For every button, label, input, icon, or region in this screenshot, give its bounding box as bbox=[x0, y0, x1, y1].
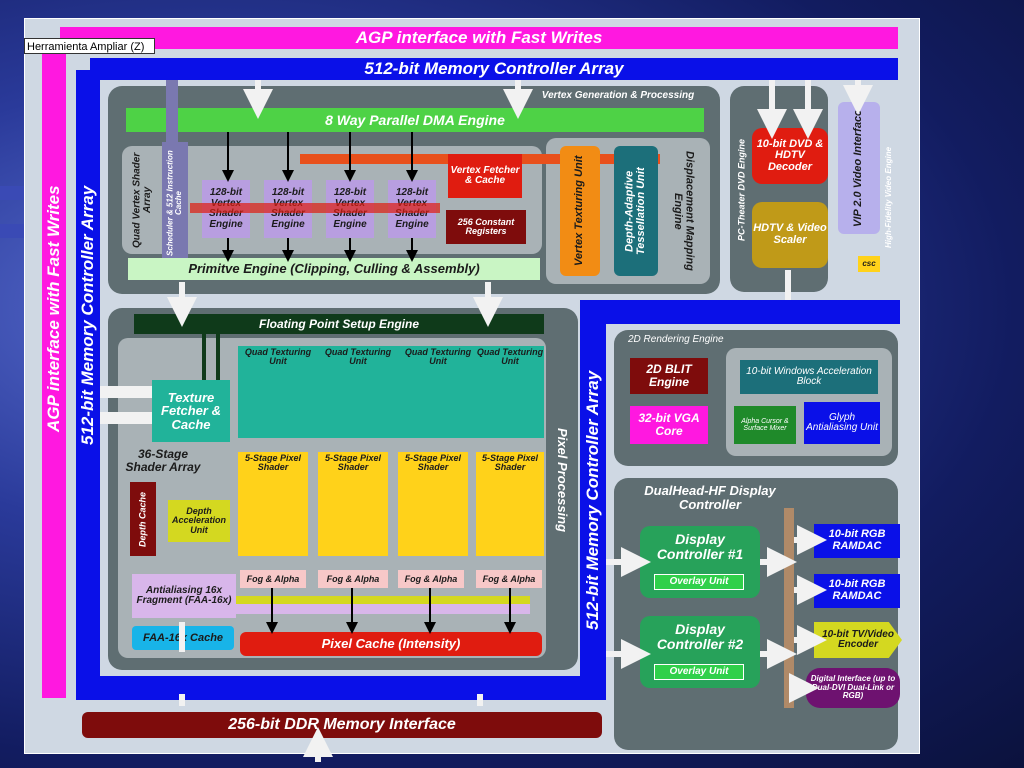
fog-alpha: Fog & Alpha bbox=[476, 570, 542, 588]
agp-left-bus: AGP interface with Fast Writes bbox=[42, 40, 66, 698]
scheduler-cache: Scheduler & 512 Instruction Cache bbox=[162, 142, 188, 264]
quad-texturing-unit: Quad Texturing Unit bbox=[318, 346, 398, 438]
primitive-engine: Primitve Engine (Clipping, Culling & Ass… bbox=[128, 258, 540, 280]
agp-top-label: AGP interface with Fast Writes bbox=[355, 28, 603, 47]
dma-label: 8 Way Parallel DMA Engine bbox=[325, 112, 505, 128]
display-controller-2: Display Controller #2 Overlay Unit bbox=[640, 616, 760, 688]
csc-block: csc bbox=[858, 256, 880, 272]
display-controller-2-label: Display Controller #2 bbox=[656, 621, 744, 652]
depth-acceleration-unit: Depth Acceleration Unit bbox=[168, 500, 230, 542]
depth-adaptive-tessellation: Depth-Adaptive Tessellation Unit bbox=[614, 146, 658, 276]
texture-input-arrow bbox=[100, 412, 152, 424]
pixel-shader: 5-Stage Pixel Shader bbox=[238, 452, 308, 556]
fog-alpha: Fog & Alpha bbox=[240, 570, 306, 588]
vertex-texturing-unit: Vertex Texturing Unit bbox=[560, 146, 600, 276]
pixel-shader: 5-Stage Pixel Shader bbox=[398, 452, 468, 556]
fp-setup-engine: Floating Point Setup Engine bbox=[134, 314, 544, 334]
memory-right-bus: 512-bit Memory Controller Array bbox=[580, 300, 606, 700]
fog-alpha: Fog & Alpha bbox=[398, 570, 464, 588]
constant-registers: 256 Constant Registers bbox=[446, 210, 526, 244]
shader-link-red bbox=[190, 203, 440, 213]
ddr-memory-interface: 256-bit DDR Memory Interface bbox=[82, 712, 602, 738]
display-controller-1-label: Display Controller #1 bbox=[656, 531, 744, 562]
pixel-shader-label: 5-Stage Pixel Shader bbox=[324, 453, 382, 473]
overlay-unit: Overlay Unit bbox=[654, 574, 744, 590]
slide-decoration-bar bbox=[0, 224, 28, 238]
texture-fetcher-cache: Texture Fetcher & Cache bbox=[152, 380, 230, 442]
depth-link bbox=[224, 596, 530, 604]
alpha-cursor-mixer: Alpha Cursor & Surface Mixer bbox=[734, 406, 796, 444]
pixel-processing-label: Pixel Processing bbox=[554, 427, 570, 533]
quad-texturing-unit: Quad Texturing Unit bbox=[398, 346, 478, 438]
quad-texturing-label: Quad Texturing Unit bbox=[404, 347, 472, 367]
memory-top-bus: 512-bit Memory Controller Array bbox=[90, 58, 898, 80]
pixel-shader: 5-Stage Pixel Shader bbox=[318, 452, 388, 556]
overlay-unit: Overlay Unit bbox=[654, 664, 744, 680]
ramdac-2: 10-bit RGB RAMDAC bbox=[814, 574, 900, 608]
vga-core: 32-bit VGA Core bbox=[630, 406, 708, 444]
vertex-title: Vertex Generation & Processing bbox=[541, 90, 695, 101]
quad-texturing-label: Quad Texturing Unit bbox=[476, 347, 544, 367]
memory-top-label: 512-bit Memory Controller Array bbox=[364, 59, 624, 78]
slide-decoration-bar bbox=[0, 186, 28, 200]
quad-texturing-unit: Quad Texturing Unit bbox=[238, 346, 318, 438]
quad-texturing-label: Quad Texturing Unit bbox=[324, 347, 392, 367]
texture-input-arrow bbox=[100, 386, 152, 398]
memory-left-label: 512-bit Memory Controller Array bbox=[78, 185, 97, 445]
display-controller-1: Display Controller #1 Overlay Unit bbox=[640, 526, 760, 598]
fog-alpha: Fog & Alpha bbox=[318, 570, 388, 588]
render2d-title: 2D Rendering Engine bbox=[628, 334, 724, 345]
display-controller-region bbox=[614, 478, 898, 750]
tv-video-encoder: 10-bit TV/Video Encoder bbox=[814, 622, 902, 658]
digital-interface: Digital Interface (up to Dual-DVI Dual-L… bbox=[806, 668, 900, 708]
memory-right-bus-h bbox=[580, 300, 900, 324]
vertex-fetcher-cache: Vertex Fetcher & Cache bbox=[448, 154, 522, 198]
pixel-shader-label: 5-Stage Pixel Shader bbox=[244, 453, 302, 473]
dvd-hdtv-decoder: 10-bit DVD & HDTV Decoder bbox=[752, 128, 828, 184]
blit-engine: 2D BLIT Engine bbox=[630, 358, 708, 394]
pixel-shader: 5-Stage Pixel Shader bbox=[476, 452, 544, 556]
windows-acceleration-block: 10-bit Windows Acceleration Block bbox=[740, 360, 878, 394]
ramdac-1: 10-bit RGB RAMDAC bbox=[814, 524, 900, 558]
quad-texturing-unit: Quad Texturing Unit bbox=[476, 346, 544, 438]
zoom-tool-tooltip: Herramienta Ampliar (Z) bbox=[24, 38, 155, 54]
scheduler-link bbox=[166, 80, 178, 150]
glyph-antialiasing-unit: Glyph Antialiasing Unit bbox=[804, 402, 880, 444]
faa-fragment: Antialiasing 16x Fragment (FAA-16x) bbox=[132, 574, 236, 618]
pixel-shader-label: 5-Stage Pixel Shader bbox=[481, 453, 539, 473]
quad-vertex-label: Quad Vertex Shader Array bbox=[131, 152, 154, 248]
dualhead-title: DualHead-HF Display Controller bbox=[644, 483, 776, 512]
depth-cache: Depth Cache bbox=[130, 482, 156, 556]
memory-left-bus: 512-bit Memory Controller Array bbox=[76, 70, 100, 700]
quad-texturing-label: Quad Texturing Unit bbox=[244, 347, 312, 367]
hdtv-video-scaler: HDTV & Video Scaler bbox=[752, 202, 828, 268]
displacement-mapping-label: Displacement Mapping Engine bbox=[672, 151, 696, 271]
display-mux bbox=[784, 508, 794, 708]
faa-cache: FAA-16x Cache bbox=[132, 626, 234, 650]
vip-video-interface: VIP 2.0 Video Interface bbox=[838, 102, 880, 234]
agp-left-label: AGP interface with Fast Writes bbox=[44, 185, 63, 433]
hifi-video-label: High-Fidelity Video Engine bbox=[883, 146, 893, 248]
faa-link bbox=[230, 604, 530, 614]
memory-bottom-bus bbox=[76, 676, 606, 700]
pixel-shader-label: 5-Stage Pixel Shader bbox=[404, 453, 462, 473]
pc-theater-label: PC-Theater DVD Engine bbox=[736, 139, 747, 242]
shader-array-label: 36-Stage Shader Array bbox=[125, 447, 201, 474]
dma-engine: 8 Way Parallel DMA Engine bbox=[126, 108, 704, 132]
pixel-cache: Pixel Cache (Intensity) bbox=[240, 632, 542, 656]
memory-right-label: 512-bit Memory Controller Array bbox=[583, 370, 602, 630]
agp-top-bus: AGP interface with Fast Writes bbox=[60, 27, 898, 49]
